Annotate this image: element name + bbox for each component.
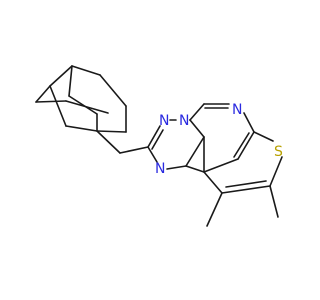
bond [253, 131, 274, 142]
bond [96, 130, 121, 154]
bond [49, 85, 67, 127]
bond [166, 165, 187, 170]
bond [68, 95, 98, 115]
bond [225, 180, 267, 188]
nitrogen-atom-label: N [159, 113, 169, 129]
bond [147, 125, 161, 148]
bond [221, 185, 271, 194]
bond [147, 146, 158, 163]
bond [203, 171, 223, 194]
atom-labels: N N N N S [155, 102, 283, 177]
bond [185, 165, 205, 173]
bond [35, 85, 51, 103]
bond [49, 65, 73, 87]
bond [99, 74, 127, 107]
bond [203, 158, 239, 173]
bond-lines [35, 65, 283, 227]
bond [96, 130, 127, 133]
bond [237, 131, 255, 160]
bond [269, 185, 279, 218]
bond [35, 100, 67, 103]
molecule-structure-diagram: N N N N S [35, 65, 283, 227]
nitrogen-atom-label: N [179, 113, 189, 129]
nitrogen-atom-label: N [155, 161, 165, 177]
bond [119, 146, 149, 154]
bond [185, 136, 205, 167]
sulfur-atom-label: S [274, 144, 283, 160]
bond [71, 65, 101, 76]
bond [151, 129, 164, 150]
bond [269, 156, 283, 187]
bond [189, 103, 205, 121]
bond [206, 192, 223, 227]
bond [233, 132, 250, 158]
nitrogen-atom-label: N [232, 102, 242, 118]
bond [189, 119, 205, 138]
bond [68, 65, 73, 97]
bond [65, 125, 98, 132]
bond [243, 112, 255, 133]
